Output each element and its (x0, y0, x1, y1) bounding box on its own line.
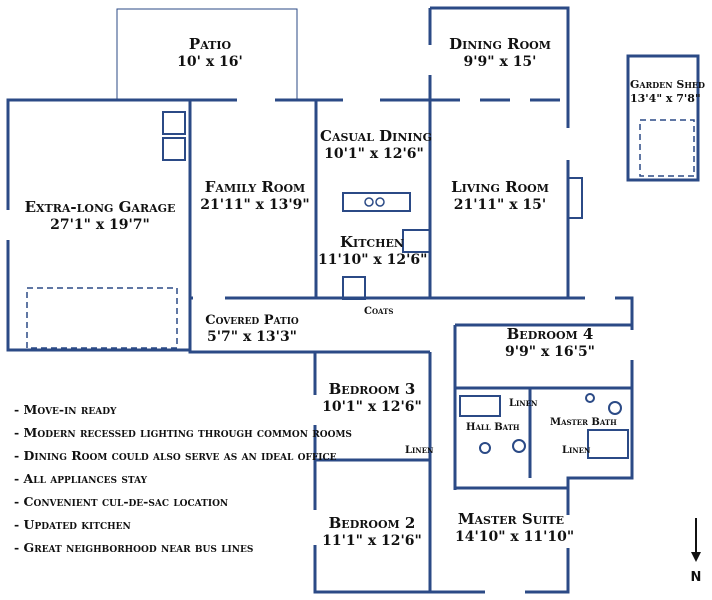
north-label: N (690, 570, 702, 585)
feature-item: Updated kitchen (14, 513, 352, 536)
hall-toilet (512, 439, 526, 453)
hall-bath-label: Hall Bath (466, 422, 520, 433)
arrow-down-icon (691, 518, 701, 562)
dryer (162, 137, 186, 161)
dining-room-name: Dining Room (449, 35, 551, 53)
hall-sink (479, 442, 491, 454)
bedroom4-label: Bedroom 4 9'9" x 16'5" (480, 325, 620, 361)
bedroom4-name: Bedroom 4 (506, 325, 594, 343)
garage-car-outline (26, 287, 178, 349)
garden-shed-walls (626, 54, 700, 182)
feature-item: All appliances stay (14, 467, 352, 490)
living-room-dims: 21'11" x 15' (453, 196, 547, 213)
dining-room-label: Dining Room 9'9" x 15' (440, 35, 560, 71)
bedroom4-dims: 9'9" x 16'5" (505, 343, 595, 360)
fridge (342, 276, 366, 300)
master-suite-label: Master Suite 14'10" x 11'10" (455, 510, 575, 546)
feature-item: Great neighborhood near bus lines (14, 536, 352, 559)
family-room-dims: 21'11" x 13'9" (200, 196, 310, 213)
master-suite-dims: 14'10" x 11'10" (455, 528, 575, 545)
garage-dims: 27'1" x 19'7" (50, 216, 150, 233)
linen-hall-label: Linen (509, 398, 538, 409)
feature-item: Move-in ready (14, 398, 352, 421)
kitchen-counter (342, 192, 411, 212)
living-room-label: Living Room 21'11" x 15' (440, 178, 560, 214)
kitchen-name: Kitchen (340, 233, 404, 251)
sink-1 (364, 197, 374, 207)
hall-tub (459, 395, 501, 417)
dining-room-dims: 9'9" x 15' (463, 53, 537, 70)
north-arrow: N (688, 516, 704, 586)
casual-dining-name: Casual Dining (320, 127, 432, 145)
kitchen-label: Kitchen 11'10" x 12'6" (318, 233, 428, 269)
covered-patio-label: Covered Patio 5'7" x 13'3" (192, 313, 312, 347)
family-room-label: Family Room 21'11" x 13'9" (195, 178, 315, 214)
casual-dining-dims: 10'1" x 12'6" (324, 145, 424, 162)
kitchen-dims: 11'10" x 12'6" (318, 251, 428, 268)
feature-item: Modern recessed lighting through common … (14, 421, 352, 444)
bedroom3-name: Bedroom 3 (328, 380, 416, 398)
garden-shed-label: Garden Shed 13'4" x 7'8" (630, 78, 705, 106)
casual-dining-label: Casual Dining 10'1" x 12'6" (320, 127, 432, 163)
master-sink (585, 393, 595, 403)
feature-item: Convenient cul-de-sac location (14, 490, 352, 513)
patio-name: Patio (188, 35, 232, 53)
garden-shed-dims: 13'4" x 7'8" (630, 91, 701, 105)
covered-patio-dims: 5'7" x 13'3" (207, 329, 297, 346)
master-shower (587, 429, 629, 459)
master-bath-label: Master Bath (550, 417, 617, 428)
coats-label: Coats (364, 306, 394, 317)
master-suite-name: Master Suite (457, 510, 565, 528)
master-toilet (608, 401, 622, 415)
covered-patio-name: Covered Patio (205, 313, 299, 328)
family-room-name: Family Room (204, 178, 306, 196)
garage-label: Extra-long Garage 27'1" x 19'7" (20, 198, 180, 234)
patio-label: Patio 10' x 16' (150, 35, 270, 71)
linen-master-label: Linen (562, 445, 591, 456)
washer (162, 111, 186, 135)
feature-item: Dining Room could also serve as an ideal… (14, 444, 352, 467)
stove (402, 229, 431, 253)
patio-dims: 10' x 16' (177, 53, 243, 70)
garden-shed-name: Garden Shed (630, 78, 705, 91)
feature-list: Move-in ready Modern recessed lighting t… (14, 398, 352, 559)
sink-2 (375, 197, 385, 207)
shed-door (639, 119, 695, 177)
living-room-name: Living Room (451, 178, 549, 196)
fireplace (567, 177, 583, 219)
linen-bedroom3-label: Linen (405, 445, 434, 456)
garage-name: Extra-long Garage (24, 198, 176, 216)
